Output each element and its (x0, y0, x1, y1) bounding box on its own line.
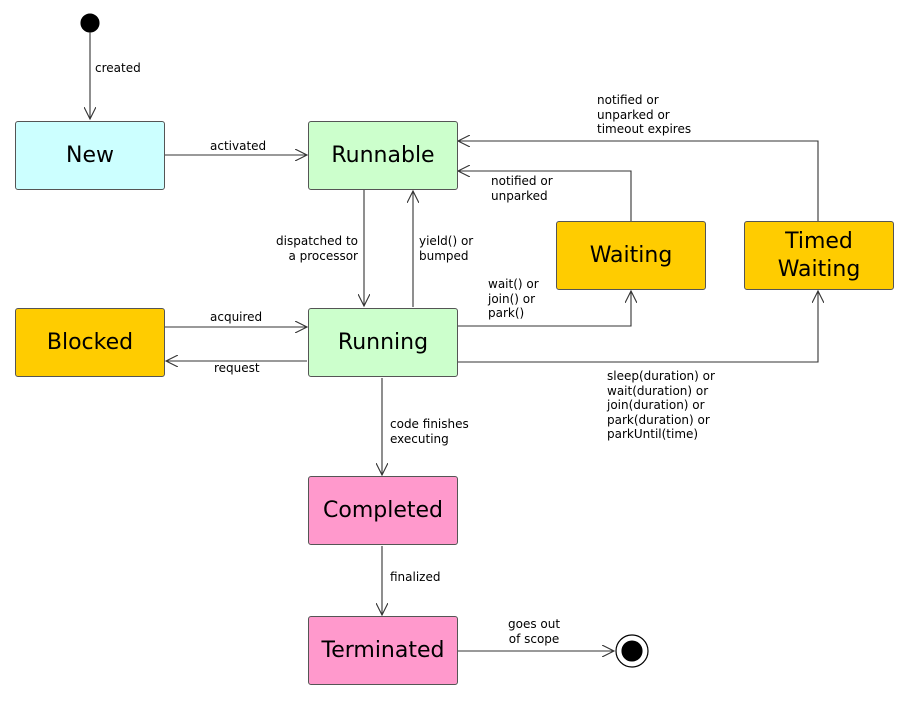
edge-wait (458, 291, 631, 327)
edge-timed-wait (458, 291, 818, 363)
edge-notified-timeout (458, 141, 819, 221)
state-runnable: Runnable (308, 121, 458, 190)
state-new: New (15, 121, 165, 190)
state-running: Running (308, 308, 458, 377)
label-timed-wait: sleep(duration) or wait(duration) or joi… (607, 369, 715, 441)
label-out-of-scope: goes out of scope (508, 617, 561, 646)
state-waiting: Waiting (556, 221, 706, 290)
label-wait: wait() or join() or park() (488, 277, 539, 320)
label-yield: yield() or bumped (419, 234, 474, 263)
label-acquired: acquired (210, 310, 263, 324)
label-request: request (214, 361, 260, 375)
state-blocked: Blocked (15, 308, 165, 377)
edge-notified-unparked (458, 171, 632, 221)
final-node (615, 634, 649, 668)
label-notified-timeout: notified or unparked or timeout expires (597, 93, 692, 136)
label-activated: activated (210, 139, 267, 153)
label-created: created (95, 61, 141, 75)
label-dispatched: dispatched to a processor (276, 234, 358, 263)
state-terminated: Terminated (308, 616, 458, 685)
state-completed: Completed (308, 476, 458, 545)
label-code-finishes: code finishes executing (390, 417, 469, 446)
initial-node (80, 13, 100, 33)
label-notified-unparked: notified or unparked (491, 174, 553, 203)
state-timed-waiting: Timed Waiting (744, 221, 894, 290)
label-finalized: finalized (390, 570, 441, 584)
